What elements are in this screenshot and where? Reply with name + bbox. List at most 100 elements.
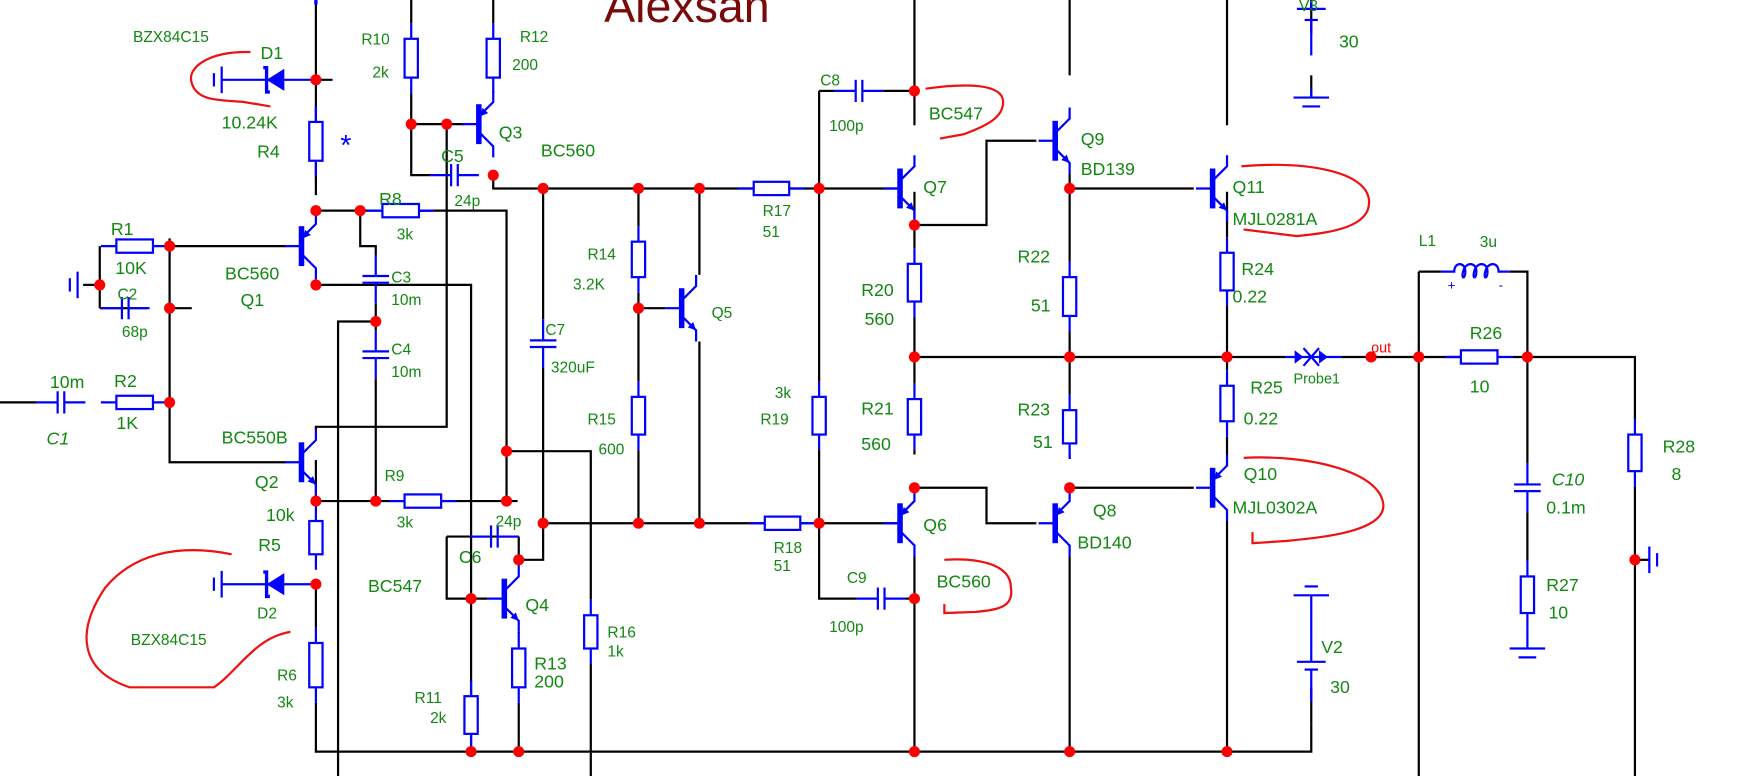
resistor-body (1061, 276, 1078, 318)
ground-v3[interactable] (1293, 96, 1329, 108)
label-c2-ref: C2 (117, 286, 137, 303)
resistor-r5[interactable] (308, 505, 324, 570)
capacitor-c3[interactable] (362, 254, 390, 304)
wire (360, 209, 508, 502)
junction-node (813, 517, 825, 529)
resistor-body (752, 180, 791, 197)
label-r13-value: 200 (534, 671, 564, 691)
resistor-r24[interactable] (1219, 237, 1235, 306)
label-r15-value: 600 (599, 442, 625, 459)
label-r19-value: 3k (775, 385, 792, 402)
transistor-q1[interactable] (284, 212, 318, 280)
capacitor-c1[interactable] (36, 391, 86, 414)
resistor-r19[interactable] (811, 381, 827, 451)
resistor-r2[interactable] (100, 394, 169, 411)
capacitor-c5[interactable] (430, 164, 479, 187)
transistor-q5[interactable] (665, 274, 698, 342)
resistor-r13[interactable] (510, 632, 527, 703)
resistor-r10[interactable] (403, 23, 419, 94)
resistor-body (583, 614, 599, 650)
label-r23-value: 51 (1033, 432, 1053, 452)
junction-node (164, 302, 176, 314)
resistor-r11[interactable] (463, 680, 479, 750)
ground-r27[interactable] (1509, 647, 1546, 659)
capacitor-c10[interactable] (1514, 463, 1541, 513)
junction-node (813, 182, 825, 194)
resistor-body (906, 397, 923, 436)
capacitor-c7[interactable] (529, 319, 557, 369)
resistor-r22[interactable] (1061, 261, 1078, 332)
hand-drawn-annotation (1243, 456, 1385, 545)
resistor-r4[interactable] (308, 106, 324, 177)
transistor-q2[interactable] (284, 429, 318, 496)
resistor-r16[interactable] (583, 599, 599, 665)
transistor-q3[interactable] (462, 90, 495, 158)
probe1[interactable] (1285, 347, 1342, 367)
voltage-source-v2[interactable] (1296, 595, 1326, 702)
voltage-source-v3[interactable] (1296, 0, 1326, 98)
junction-node (441, 118, 453, 130)
resistor-r28[interactable] (1627, 419, 1643, 487)
junction-node (1221, 351, 1233, 363)
inductor-l1[interactable] (1440, 263, 1510, 279)
transistor-q11[interactable] (1195, 155, 1229, 222)
hand-drawn-annotation (189, 50, 271, 108)
junction-node (164, 396, 176, 408)
resistor-body (630, 240, 647, 279)
label-q1-ref: Q1 (241, 290, 265, 310)
capacitor-c4[interactable] (362, 330, 390, 380)
ground-input[interactable] (68, 271, 79, 299)
ground-d2[interactable] (212, 570, 223, 598)
resistor-r14[interactable] (630, 226, 647, 293)
zener-d2[interactable] (221, 570, 316, 599)
resistor-r8[interactable] (366, 202, 435, 219)
capacitor-c6[interactable] (469, 525, 519, 548)
resistor-r27[interactable] (1519, 560, 1536, 629)
resistor-body (906, 262, 923, 303)
junction-node (908, 351, 920, 363)
junction-node (537, 182, 549, 194)
resistor-r9[interactable] (389, 493, 457, 509)
resistor-r17[interactable] (738, 180, 805, 197)
emitter-arrow-icon (687, 321, 697, 331)
capacitor-c2[interactable] (100, 297, 150, 320)
ground-d1[interactable] (212, 66, 223, 94)
label-q1-part: BC560 (225, 263, 279, 283)
ground-v2[interactable] (1293, 585, 1329, 597)
transistor-q9[interactable] (1038, 107, 1071, 175)
resistor-r20[interactable] (906, 248, 923, 318)
wire (314, 124, 448, 430)
transistor-q10[interactable] (1195, 454, 1229, 522)
capacitor-c9[interactable] (856, 587, 906, 610)
resistor-r23[interactable] (1061, 394, 1078, 459)
resistor-r18[interactable] (749, 515, 816, 532)
label-r14-ref: R14 (587, 246, 616, 263)
resistor-r6[interactable] (308, 627, 324, 703)
transistor-q7[interactable] (883, 155, 916, 222)
resistor-r12[interactable] (485, 23, 502, 94)
label-q11-ref: Q11 (1233, 177, 1265, 197)
label-r8-ref: R8 (379, 189, 402, 209)
emitter-arrow-icon (901, 507, 910, 516)
junction-node (1064, 351, 1076, 363)
capacitor-c8[interactable] (834, 79, 884, 102)
junction-node (310, 74, 322, 86)
resistor-r15[interactable] (630, 381, 647, 451)
resistor-r1[interactable] (100, 238, 169, 254)
zener-d1[interactable] (221, 65, 316, 94)
junction-node (370, 495, 382, 507)
resistor-r21[interactable] (906, 383, 923, 451)
label-c10-ref: C10 (1552, 470, 1585, 490)
resistor-body (1459, 349, 1499, 365)
resistor-r26[interactable] (1445, 349, 1513, 365)
label-c5-value: 24p (454, 193, 480, 210)
transistor-q6[interactable] (883, 489, 916, 557)
ground-load[interactable] (1648, 546, 1659, 574)
label-r11-ref: R11 (415, 690, 442, 707)
labels: *+-AlexsanBZX84C15D110.24KR4R102kR12200Q… (47, 0, 1696, 727)
junction-node (1064, 746, 1076, 758)
transistor-q8[interactable] (1038, 489, 1071, 557)
resistor-body (1061, 409, 1078, 445)
transistor-q4[interactable] (487, 565, 520, 632)
resistor-r25[interactable] (1219, 370, 1235, 437)
